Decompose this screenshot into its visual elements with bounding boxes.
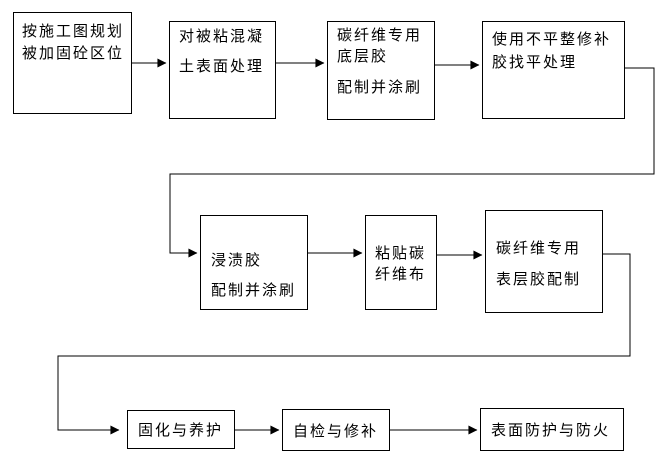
node-text-line: 固化与养护 [138,422,224,439]
node-text-line: 对被粘混凝 [179,28,265,45]
flow-node-leveling-repair: 使用不平整修补 胶找平处理 [482,21,625,119]
flow-node-impregnating-adhesive: 浸渍胶 配制并涂刷 [200,215,308,310]
node-text-line: 土表面处理 [179,58,265,75]
node-text-line: 粘贴碳 [375,245,427,262]
flow-node-topcoat-adhesive: 碳纤维专用 表层胶配制 [485,210,603,313]
node-text-line: 纤维布 [375,266,427,283]
connector-topcoat-to-curing [57,253,631,435]
node-text-line: 按施工图规划 [22,23,125,40]
flow-node-primer-adhesive: 碳纤维专用 底层胶 配制并涂刷 [327,21,435,120]
node-text-line: 表面防护与防火 [491,422,611,439]
node-text-line: 表层胶配制 [496,271,582,288]
node-text-line: 配制并涂刷 [211,282,297,299]
node-text-line: 浸渍胶 [211,252,263,269]
node-text-line: 自检与修补 [293,422,379,440]
flow-node-self-inspection-repair: 自检与修补 [282,409,390,451]
flow-node-surface-treatment: 对被粘混凝 土表面处理 [169,21,276,119]
node-text-line: 使用不平整修补 [492,31,612,48]
node-text-line: 配制并涂刷 [337,79,423,96]
connector-leveling-to-impregnating [169,67,655,258]
node-text-line: 碳纤维专用 [496,240,582,257]
flow-node-surface-fire-protection: 表面防护与防火 [480,408,624,451]
node-text-line: 碳纤维专用 [337,27,423,44]
flow-node-plan-reinforced-area: 按施工图规划 被加固砼区位 [13,12,132,114]
node-text-line: 底层胶 [337,48,389,65]
flow-node-curing-maintenance: 固化与养护 [127,410,235,449]
node-text-line: 被加固砼区位 [22,45,125,62]
flow-node-paste-carbon-fiber: 粘贴碳 纤维布 [365,215,437,310]
node-text-line: 胶找平处理 [492,54,578,71]
